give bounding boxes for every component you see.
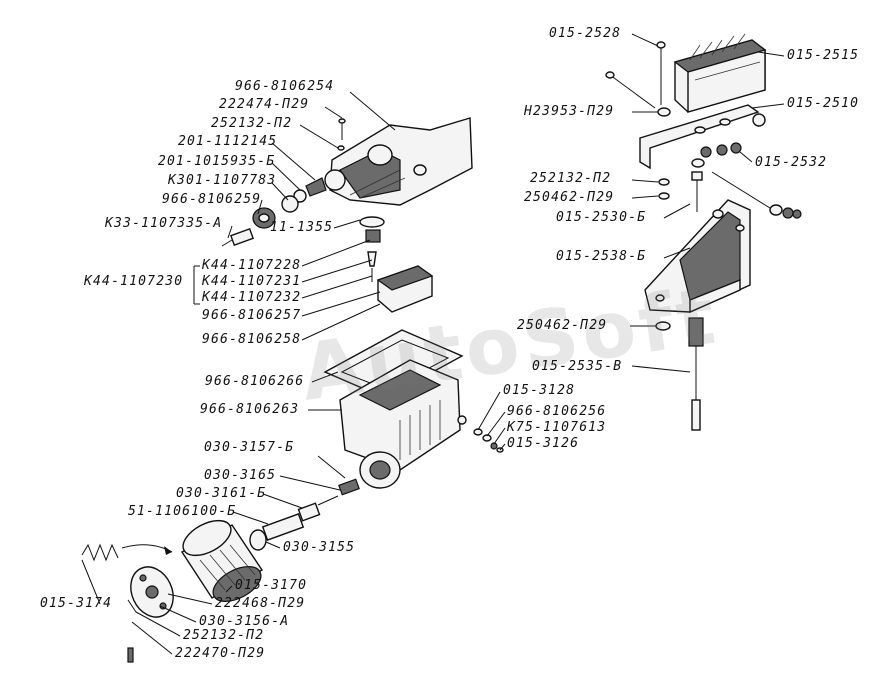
spring-015-3174 [81, 543, 119, 562]
label-015-2510: 015-2510 [787, 96, 860, 111]
leader-lines [81, 33, 785, 655]
label-015-3170: 015-3170 [235, 578, 308, 593]
label-k301-1107783: К301-1107783 [168, 173, 277, 188]
label-k44-1107230: К44-1107230 [84, 274, 184, 289]
label-966-8106256: 966-8106256 [507, 404, 607, 419]
cover-030-3156 [130, 566, 174, 618]
label-015-2538-b: 015-2538-Б [556, 249, 647, 264]
pin-030-3161 [297, 495, 339, 522]
label-015-2515: 015-2515 [787, 48, 860, 63]
washer-h23953 [657, 107, 671, 117]
ring-030-3155 [249, 529, 267, 551]
gasket-k301 [281, 195, 299, 213]
bolt-015-2528 [656, 41, 666, 105]
label-51-1106100-b: 51-1106100-Б [128, 504, 237, 519]
pin-252132 [127, 599, 137, 613]
ring-11-1355 [359, 216, 385, 228]
pin-030-3165 [338, 478, 360, 496]
block-015-2515 [673, 33, 767, 113]
housing-966-8106254 [324, 117, 473, 206]
label-966-8106266: 966-8106266 [205, 374, 305, 389]
label-030-3161-b: 030-3161-Б [176, 486, 267, 501]
label-966-8106258: 966-8106258 [202, 332, 302, 347]
nuts-015-2532 [691, 142, 742, 168]
arrow-icon [121, 544, 173, 555]
label-h23953-p29: Н23953-П29 [524, 104, 615, 119]
label-252132-p2-right: 252132-П2 [530, 171, 612, 186]
screw-222474 [337, 118, 346, 151]
label-015-3128: 015-3128 [503, 383, 576, 398]
body-966-8106263 [339, 359, 467, 489]
label-222474-p29: 222474-П29 [219, 97, 310, 112]
label-966-8106263: 966-8106263 [200, 402, 300, 417]
label-015-2535-v: 015-2535-В [532, 359, 623, 374]
small-parts-015-3128 [473, 428, 504, 453]
label-k75-1107613: К75-1107613 [507, 420, 607, 435]
label-250462-p29-lower: 250462-П29 [517, 318, 608, 333]
label-252132-p2-bottom: 252132-П2 [183, 628, 265, 643]
label-966-8106257: 966-8106257 [202, 308, 302, 323]
label-030-3157-b: 030-3157-Б [204, 440, 295, 455]
label-015-2532: 015-2532 [755, 155, 828, 170]
washer-250462 [658, 192, 670, 200]
label-11-1355: 11-1355 [270, 220, 334, 235]
label-222468-p29: 222468-П29 [215, 596, 306, 611]
pin-015-2530 [691, 171, 703, 212]
label-966-8106254: 966-8106254 [235, 79, 335, 94]
label-201-1112145: 201-1112145 [178, 134, 278, 149]
label-030-3155: 030-3155 [283, 540, 356, 555]
label-k44-1107232: К44-1107232 [202, 290, 302, 305]
label-015-2528: 015-2528 [549, 26, 622, 41]
label-252132-p2-left: 252132-П2 [211, 116, 293, 131]
label-030-3165: 030-3165 [204, 468, 277, 483]
label-k33-1107335-a: К33-1107335-А [105, 216, 223, 231]
tube-51-1106100 [261, 513, 305, 541]
nozzle-201-1112145 [305, 177, 327, 197]
label-201-1015935-b: 201-1015935-Б [158, 154, 276, 169]
long-bolt [605, 71, 656, 109]
side-bolt [711, 171, 802, 219]
label-222470-p29: 222470-П29 [175, 646, 266, 661]
plug-k44 [365, 229, 381, 267]
label-015-2530-b: 015-2530-Б [556, 210, 647, 225]
label-250462-p29-upper: 250462-П29 [524, 190, 615, 205]
label-966-8106259: 966-8106259 [162, 192, 262, 207]
cylinder-015-3170 [180, 519, 264, 602]
bracket-015-2538 [644, 199, 751, 314]
label-015-3126: 015-3126 [507, 436, 580, 451]
screw-222470 [127, 647, 134, 663]
rod-015-2535 [688, 317, 704, 431]
label-k44-1107231: К44-1107231 [202, 274, 302, 289]
washer-252132 [658, 178, 670, 186]
label-030-3156-a: 030-3156-А [199, 614, 290, 629]
bracket-015-2510 [639, 104, 766, 170]
float-966-8106257 [376, 265, 434, 313]
fitting-k33 [221, 227, 255, 247]
label-k44-1107228: К44-1107228 [202, 258, 302, 273]
label-015-3174: 015-3174 [40, 596, 113, 611]
